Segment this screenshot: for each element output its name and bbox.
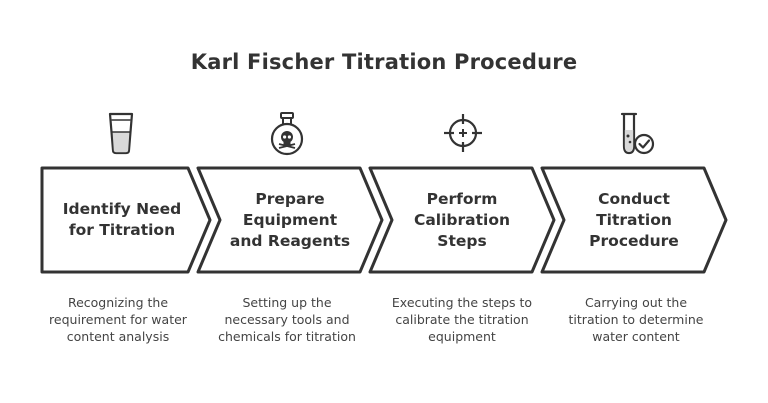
step-3-label: Perform Calibration Steps [413,189,511,250]
step-1-label: Identify Need for Titration [62,200,182,239]
crosshair-icon [438,108,488,158]
step-3-description: Executing the steps to calibrate the tit… [391,295,533,344]
chevron-step-2 [196,166,384,274]
step-2-label: Prepare Equipment and Reagents [229,189,351,250]
test-tube-check-icon [612,108,662,158]
step-1-description: Recognizing the requirement for water co… [49,295,187,344]
hazard-flask-icon [262,108,312,158]
chevron-step-4 [540,166,728,274]
step-4-description: Carrying out the titration to determine … [568,295,704,344]
beaker-icon [96,108,146,158]
step-4-label: Conduct Titration Procedure [589,189,679,250]
chevron-step-3 [368,166,556,274]
step-2-description: Setting up the necessary tools and chemi… [218,295,356,344]
diagram-title: Karl Fischer Titration Procedure [190,50,578,74]
chevron-step-1 [40,166,212,274]
